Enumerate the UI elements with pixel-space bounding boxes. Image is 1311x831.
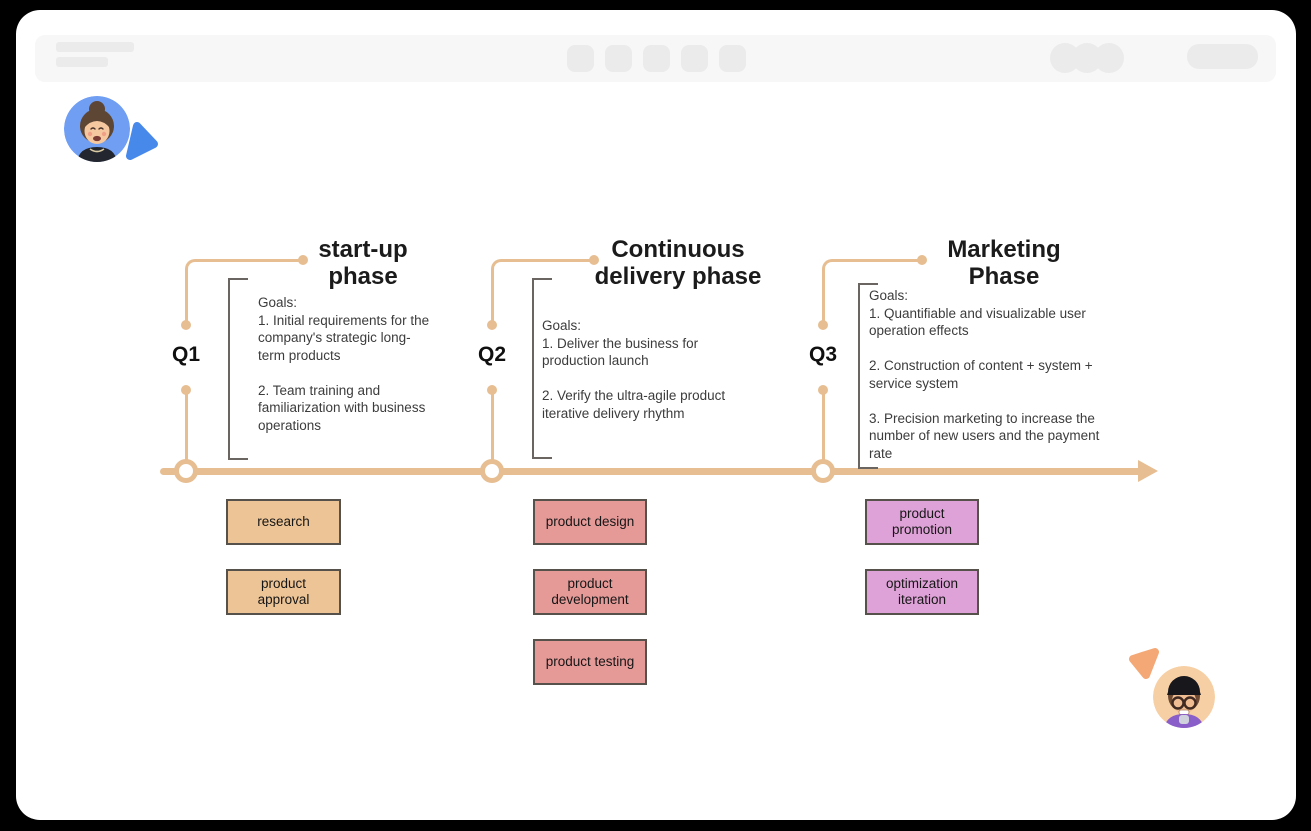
phase-goals[interactable]: Goals: 1. Deliver the business for produ… — [542, 318, 726, 421]
connector-dot — [818, 320, 828, 330]
phase-title[interactable]: Marketing Phase — [947, 236, 1061, 290]
timeline-arrowhead-icon — [1138, 460, 1158, 482]
avatar[interactable] — [64, 96, 130, 162]
connector-dot — [589, 255, 599, 265]
connector-line — [185, 259, 305, 324]
connector-dot — [298, 255, 308, 265]
connector-dot — [917, 255, 927, 265]
task-box[interactable]: optimization iteration — [865, 569, 979, 615]
connector-dot — [181, 320, 191, 330]
toolbar-button-placeholder[interactable] — [605, 45, 632, 72]
connector-line — [822, 394, 825, 462]
cursor-icon — [1129, 648, 1159, 679]
task-box[interactable]: product testing — [533, 639, 647, 685]
task-box[interactable]: product promotion — [865, 499, 979, 545]
connector-line — [185, 394, 188, 462]
timeline-line — [160, 468, 1142, 475]
connector-dot — [181, 385, 191, 395]
goals-bracket — [228, 278, 248, 460]
quarter-label[interactable]: Q2 — [477, 343, 506, 366]
cursor-icon — [126, 122, 158, 160]
toolbar-button-placeholder[interactable] — [643, 45, 670, 72]
phase-goals[interactable]: Goals: 1. Initial requirements for the c… — [258, 295, 430, 433]
task-box[interactable]: product development — [533, 569, 647, 615]
quarter-label[interactable]: Q1 — [171, 343, 200, 366]
connector-dot — [487, 385, 497, 395]
connector-line — [822, 259, 924, 324]
phase-title[interactable]: Continuous delivery phase — [594, 236, 762, 290]
phase-goals[interactable]: Goals: 1. Quantifiable and visualizable … — [869, 288, 1100, 461]
toolbar-button-placeholder[interactable] — [719, 45, 746, 72]
goals-bracket — [532, 278, 552, 459]
task-box[interactable]: product approval — [226, 569, 341, 615]
share-button-placeholder[interactable] — [1187, 44, 1258, 69]
timeline-node-q2[interactable] — [480, 459, 504, 483]
task-box[interactable]: research — [226, 499, 341, 545]
toolbar-button-placeholder[interactable] — [567, 45, 594, 72]
toolbar — [35, 35, 1276, 82]
connector-dot — [487, 320, 497, 330]
timeline-node-q1[interactable] — [174, 459, 198, 483]
toolbar-text-placeholder — [56, 42, 134, 52]
avatar-man-illustration — [1153, 666, 1215, 728]
avatar-woman-illustration — [64, 96, 130, 162]
toolbar-button-placeholder[interactable] — [681, 45, 708, 72]
avatar-stack-placeholder[interactable] — [1094, 43, 1124, 73]
phase-title[interactable]: start-up phase — [318, 236, 408, 290]
timeline-node-q3[interactable] — [811, 459, 835, 483]
quarter-label[interactable]: Q3 — [808, 343, 837, 366]
toolbar-text-placeholder — [56, 57, 108, 67]
avatar[interactable] — [1153, 666, 1215, 728]
connector-line — [491, 259, 596, 324]
connector-line — [491, 394, 494, 462]
connector-dot — [818, 385, 828, 395]
task-box[interactable]: product design — [533, 499, 647, 545]
goals-bracket — [858, 283, 878, 469]
